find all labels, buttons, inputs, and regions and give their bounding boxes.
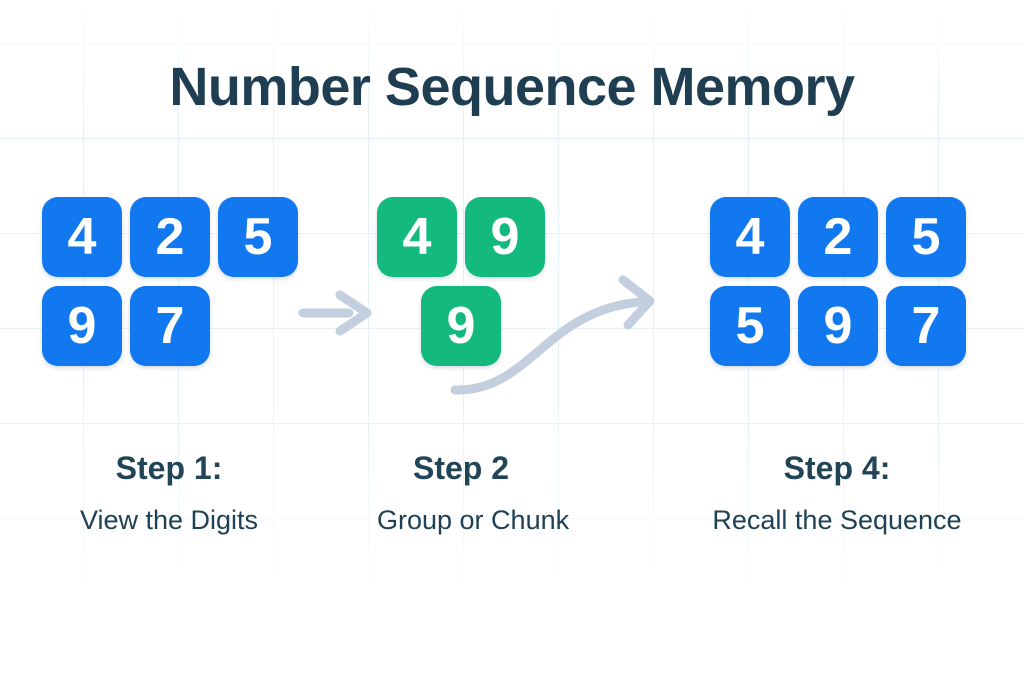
digit-tile: 4 [42, 197, 122, 277]
digit-tile: 4 [377, 197, 457, 277]
digit-tile: 5 [218, 197, 298, 277]
tile-row: 4 9 [377, 197, 545, 277]
tile-row: 4 2 5 [710, 197, 966, 277]
s-curve-arrow-icon [450, 275, 655, 395]
step2-label: Step 2 Group or Chunk [377, 450, 570, 536]
step1-subheading: View the Digits [79, 505, 259, 535]
step1-label: Step 1: View the Digits [42, 450, 296, 536]
step4-subheading: Recall the Sequence [712, 505, 962, 535]
digit-tile: 9 [42, 286, 122, 366]
tile-row: 9 7 [42, 286, 298, 366]
digit-tile: 9 [798, 286, 878, 366]
digit-tile: 5 [886, 197, 966, 277]
digit-tile: 9 [421, 286, 501, 366]
digit-group-step4: 4 2 5 5 9 7 [710, 197, 966, 375]
step4-heading: Step 4: [783, 450, 891, 486]
step2-subheading: Group or Chunk [377, 505, 570, 535]
tile-row: 9 [377, 286, 545, 366]
digit-tile: 2 [130, 197, 210, 277]
page-title: Number Sequence Memory [169, 57, 855, 117]
tile-row: 4 2 5 [42, 197, 298, 277]
digit-group-step2: 4 9 9 [377, 197, 545, 375]
step1-heading: Step 1: [115, 450, 223, 486]
arrow-right-icon [298, 290, 372, 336]
digit-tile: 7 [130, 286, 210, 366]
digit-tile: 5 [710, 286, 790, 366]
digit-tile: 7 [886, 286, 966, 366]
digit-tile: 2 [798, 197, 878, 277]
digit-group-step1: 4 2 5 9 7 [42, 197, 298, 375]
digit-tile: 4 [710, 197, 790, 277]
digit-tile: 9 [465, 197, 545, 277]
tile-row: 5 9 7 [710, 286, 966, 366]
step4-label: Step 4: Recall the Sequence [710, 450, 964, 536]
step2-heading: Step 2 [412, 450, 510, 486]
